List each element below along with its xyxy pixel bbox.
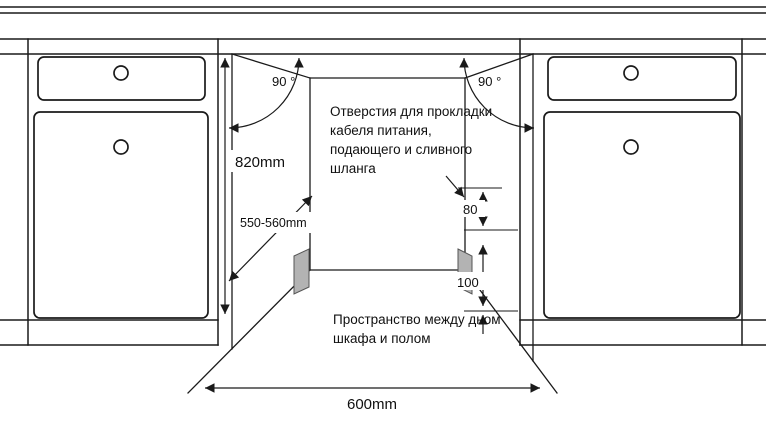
- cable-holes: [293, 248, 473, 295]
- hole-pointer-arrow: [445, 175, 465, 198]
- floor-left-perspective-edge: [187, 269, 311, 394]
- left-drawer-knob: [113, 65, 129, 81]
- hole-offset-80-label: 80: [463, 202, 477, 217]
- left-cabinet-door: [33, 111, 209, 319]
- holes-note-line1: Отверстия для прокладки: [330, 104, 492, 119]
- right-cabinet-drawer: [547, 56, 737, 101]
- right-cabinet-door: [543, 111, 741, 319]
- depth-550-560-arrow: [228, 195, 313, 282]
- right-door-knob: [623, 139, 639, 155]
- depth-label-box: [236, 212, 314, 233]
- label-backgrounds: [230, 150, 487, 290]
- hole-offset-label-box: [459, 200, 485, 217]
- height-label-box: [230, 150, 296, 172]
- right-90-degree-arc: [459, 57, 535, 133]
- floor-gap-label-box: [453, 272, 487, 290]
- height-820-label: 820mm: [235, 154, 285, 171]
- annotation-notes: Отверстия для прокладки кабеля питания, …: [330, 104, 501, 346]
- floor-note-line1: Пространство между дном: [333, 312, 501, 327]
- left-90-degree-arc: [228, 57, 304, 133]
- angle-left-label: 90 °: [272, 74, 295, 89]
- dimension-labels: 90 ° 90 ° 820mm 550-560mm 600mm 80 100: [235, 74, 501, 413]
- dimension-arrows: [205, 57, 540, 393]
- floor-note-line2: шкафа и полом: [333, 331, 431, 346]
- left-wall-cable-hole: [293, 248, 310, 295]
- floor-lines: [0, 319, 766, 346]
- holes-note-line3: подающего и сливного: [330, 142, 472, 157]
- right-drawer-knob: [623, 65, 639, 81]
- angle-right-label: 90 °: [478, 74, 501, 89]
- left-cabinet: [27, 38, 219, 346]
- depth-550-560-label: 550-560mm: [240, 216, 307, 230]
- width-600-label: 600mm: [347, 396, 397, 413]
- holes-note-line4: шланга: [330, 161, 376, 176]
- holes-note-line2: кабеля питания,: [330, 123, 432, 138]
- left-door-knob: [113, 139, 129, 155]
- right-cabinet: [519, 38, 743, 346]
- floor-gap-100-label: 100: [457, 275, 479, 290]
- countertop: [0, 6, 766, 55]
